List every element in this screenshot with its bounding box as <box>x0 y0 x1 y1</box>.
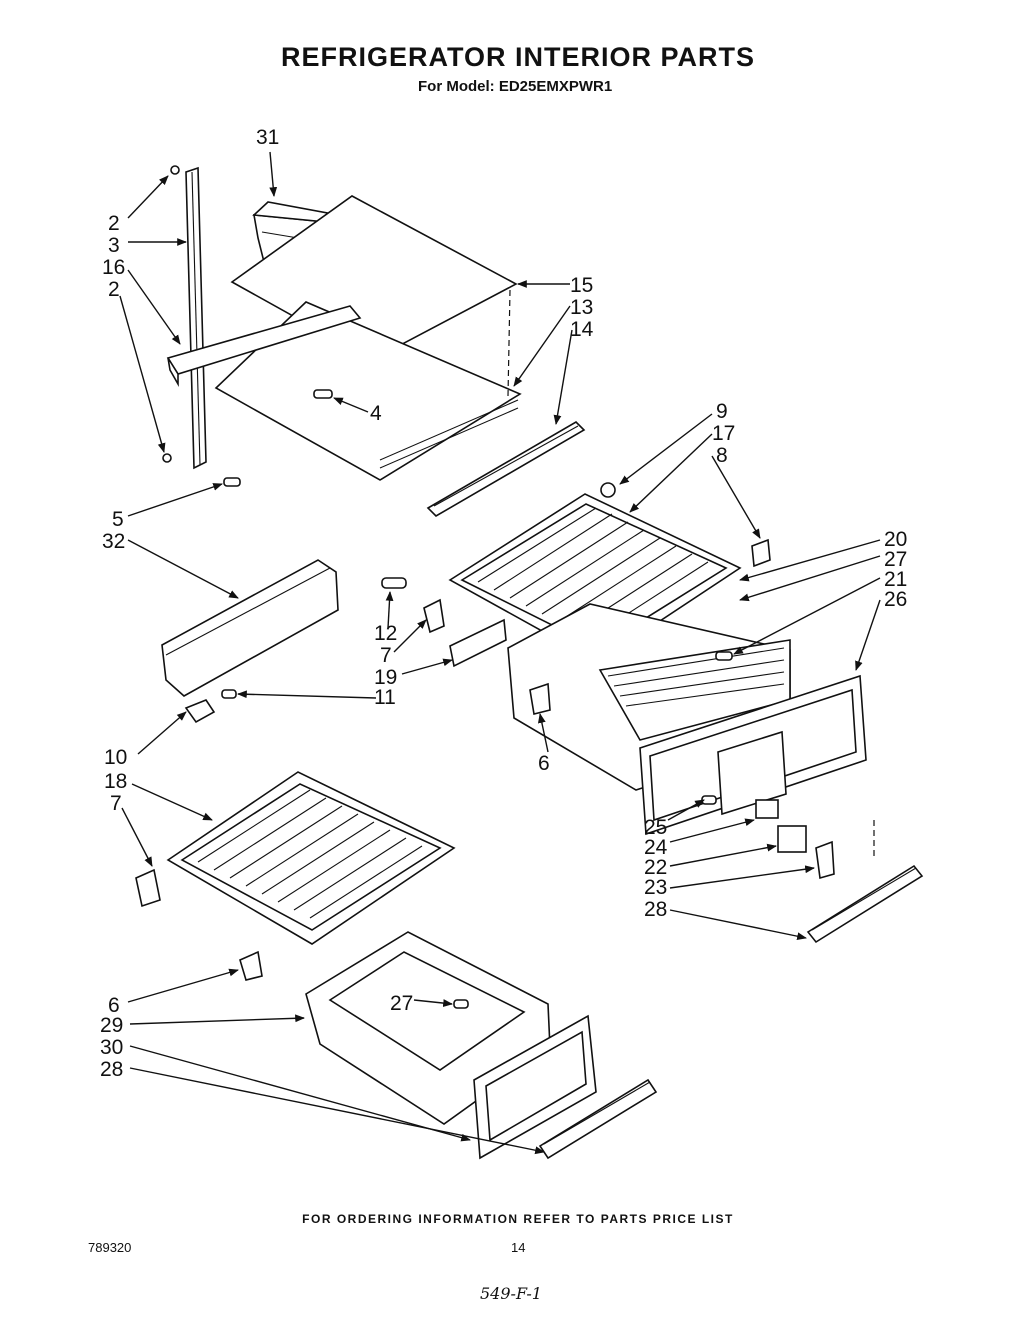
callout-15: 15 <box>570 274 593 297</box>
page-number: 14 <box>511 1240 526 1255</box>
callout-26: 26 <box>884 588 907 611</box>
callout-13: 13 <box>570 296 593 319</box>
crisper-trim-right <box>806 820 924 944</box>
callout-12: 12 <box>374 622 397 645</box>
crisper-cover-frame <box>448 493 742 663</box>
handwritten-note: 549-F-1 <box>480 1284 542 1303</box>
model-subtitle: For Model: ED25EMXPWR1 <box>418 78 613 95</box>
callout-7: 7 <box>110 792 122 815</box>
callout-30: 30 <box>100 1036 123 1059</box>
shelf-support-parts <box>184 482 771 724</box>
shelf-trim-strip <box>426 420 586 518</box>
screw-cap-bottom <box>162 453 172 463</box>
humidity-control-parts <box>701 730 835 880</box>
callout-21: 21 <box>884 568 907 591</box>
callout-32: 32 <box>102 530 125 553</box>
callout-18: 18 <box>104 770 127 793</box>
lower-shelf-frame <box>135 771 456 981</box>
vertical-shelf-ladder <box>162 165 207 470</box>
callout-10: 10 <box>104 746 127 769</box>
page-title: REFRIGERATOR INTERIOR PARTS <box>280 42 756 72</box>
callout-labels: 31 2 3 16 2 15 13 14 4 9 17 8 5 32 20 27… <box>100 126 907 1081</box>
callout-19: 19 <box>374 666 397 689</box>
callout-23: 23 <box>644 876 667 899</box>
document-number: 789320 <box>88 1240 132 1255</box>
lower-crisper-front <box>473 1014 597 1160</box>
callout-14: 14 <box>570 318 594 341</box>
callout-2: 2 <box>108 212 120 235</box>
left-trim-and-bracket <box>161 559 507 697</box>
callout-31: 31 <box>256 126 279 149</box>
callout-20: 20 <box>884 528 907 551</box>
callout-24: 24 <box>644 836 668 859</box>
shelf-bracket-rail <box>166 305 362 388</box>
callout-27: 27 <box>884 548 907 571</box>
callout-6: 6 <box>538 752 550 775</box>
callout-28: 28 <box>100 1058 123 1081</box>
callout-2: 2 <box>108 278 120 301</box>
lower-trim-strip <box>538 1078 658 1160</box>
leader-lines <box>119 151 881 1155</box>
small-screws-upper <box>223 389 333 487</box>
callout-9: 9 <box>716 400 728 423</box>
callout-4: 4 <box>370 402 382 425</box>
callout-6: 6 <box>108 994 120 1017</box>
callout-3: 3 <box>108 234 120 257</box>
callout-28: 28 <box>644 898 667 921</box>
callout-7: 7 <box>380 644 392 667</box>
screw-cap-top <box>170 165 180 175</box>
ordering-note: FOR ORDERING INFORMATION REFER TO PARTS … <box>302 1212 734 1226</box>
callout-8: 8 <box>716 444 728 467</box>
callout-27: 27 <box>390 992 413 1015</box>
callout-5: 5 <box>112 508 124 531</box>
callout-16: 16 <box>102 256 125 279</box>
callout-17: 17 <box>712 422 735 445</box>
callout-29: 29 <box>100 1014 123 1037</box>
callout-22: 22 <box>644 856 667 879</box>
callout-11: 11 <box>374 686 396 709</box>
callout-25: 25 <box>644 816 667 839</box>
